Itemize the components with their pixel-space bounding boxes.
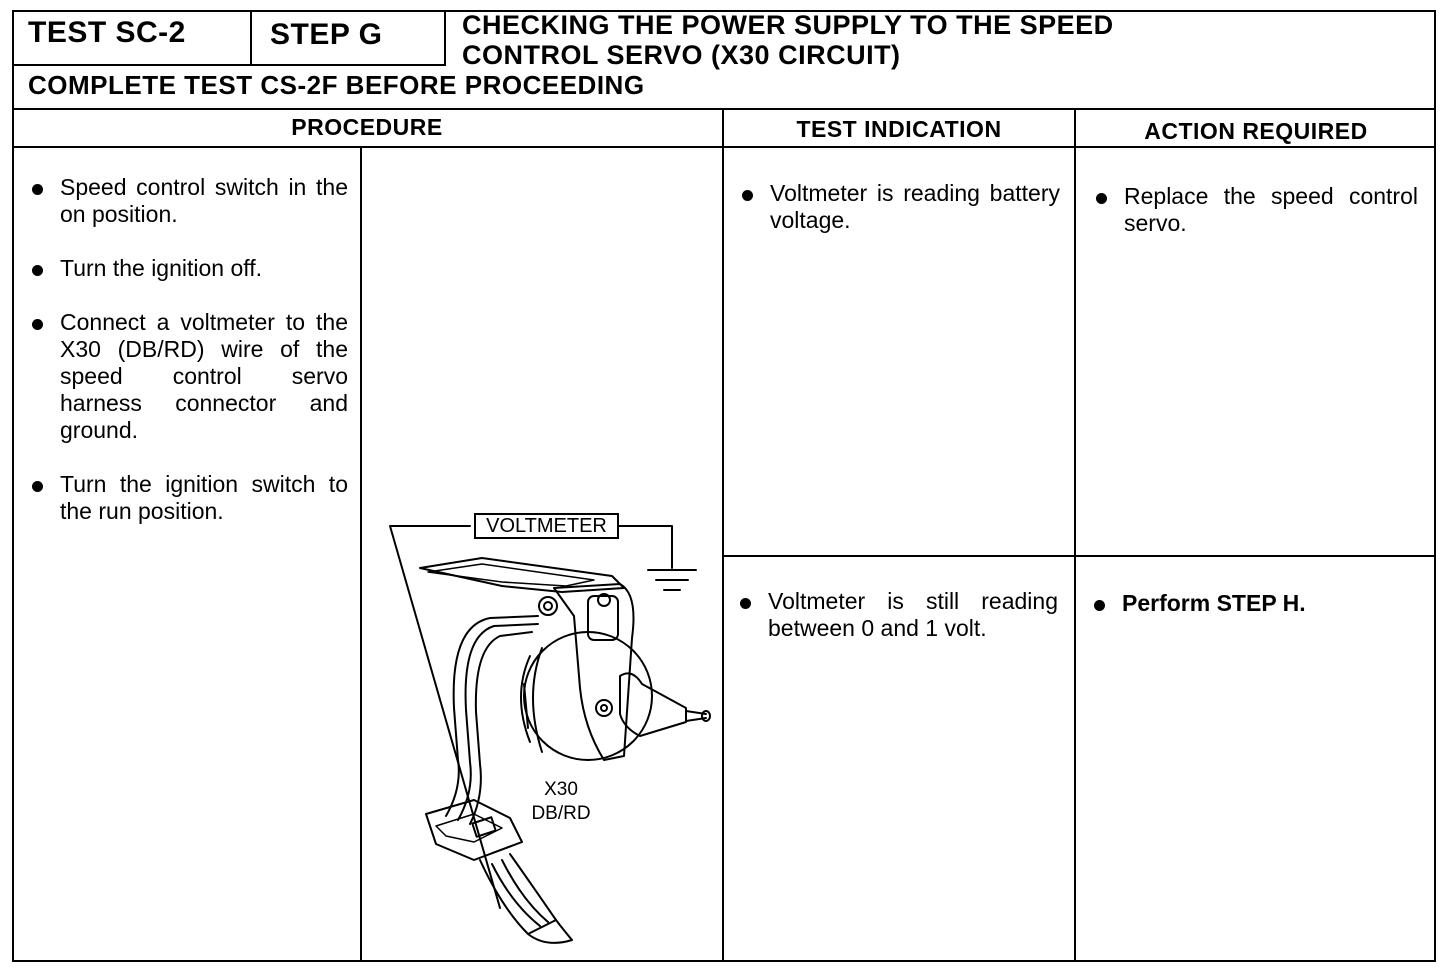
procedure-image-divider: [360, 146, 362, 962]
wire-circuit-label: X30: [544, 779, 578, 800]
procedure-step: Turn the ignition off.: [26, 255, 348, 282]
step-label: STEP G: [270, 18, 383, 51]
bullet-icon: [1096, 193, 1107, 204]
procedure-step-text: Turn the ignition switch to the run posi…: [60, 471, 348, 524]
bullet-icon: [32, 265, 43, 276]
test-title: CHECKING THE POWER SUPPLY TO THE SPEED C…: [462, 10, 1114, 70]
wire-label: X30 DB/RD: [526, 778, 596, 826]
procedure-step-text: Connect a voltmeter to the X30 (DB/RD) w…: [60, 309, 348, 443]
bullet-icon: [32, 481, 43, 492]
bullet-icon: [742, 190, 753, 201]
header-bottom-rule: [12, 108, 1436, 110]
test-id: TEST SC-2: [28, 16, 186, 49]
procedure-step-text: Speed control switch in the on position.: [60, 174, 348, 227]
voltmeter-lead-wire: [389, 525, 501, 909]
procedure-step: Turn the ignition switch to the run posi…: [26, 471, 348, 525]
servo-voltmeter-illustration: [389, 525, 711, 944]
test-indication-heading: TEST INDICATION: [796, 116, 1002, 142]
action-required-heading: ACTION REQUIRED: [1144, 118, 1368, 144]
procedure-step: Speed control switch in the on position.: [26, 174, 348, 228]
bullet-icon: [32, 319, 43, 330]
test-title-line-1: CHECKING THE POWER SUPPLY TO THE SPEED: [462, 10, 1114, 40]
header-divider-2: [444, 10, 446, 64]
test-sheet: [12, 10, 1436, 962]
header-divider-1: [250, 10, 252, 64]
indication-text: Voltmeter is reading battery voltage.: [770, 180, 1060, 233]
test-title-line-2: CONTROL SERVO (X30 CIRCUIT): [462, 40, 901, 70]
indication-battery-voltage: Voltmeter is reading battery voltage.: [736, 180, 1060, 261]
voltmeter-label-box: VOLTMETER: [474, 513, 619, 539]
action-replace-servo: Replace the speed control servo.: [1090, 183, 1418, 264]
indication-text: Voltmeter is still reading between 0 and…: [768, 588, 1058, 641]
procedure-step: Connect a voltmeter to the X30 (DB/RD) w…: [26, 309, 348, 444]
action-text: Perform STEP H.: [1122, 590, 1306, 616]
harness-connector: [425, 799, 523, 861]
voltmeter-label: VOLTMETER: [486, 515, 607, 537]
bullet-icon: [740, 598, 751, 609]
indication-low-voltage: Voltmeter is still reading between 0 and…: [734, 588, 1058, 669]
prerequisite-note: COMPLETE TEST CS-2F BEFORE PROCEEDING: [28, 70, 645, 100]
header-underline: [12, 64, 446, 66]
column-divider-indication: [722, 108, 724, 962]
action-item: Replace the speed control servo.: [1090, 183, 1418, 237]
action-item: Perform STEP H.: [1088, 590, 1416, 617]
column-divider-action: [1074, 108, 1076, 962]
indication-item: Voltmeter is reading battery voltage.: [736, 180, 1060, 234]
results-divider: [722, 555, 1436, 557]
indication-item: Voltmeter is still reading between 0 and…: [734, 588, 1058, 642]
procedure-steps: Speed control switch in the on position.…: [26, 174, 348, 552]
procedure-heading: PROCEDURE: [291, 114, 443, 140]
action-text: Replace the speed control servo.: [1124, 183, 1418, 236]
action-perform-step-h: Perform STEP H.: [1088, 590, 1416, 644]
column-heading-rule: [12, 146, 1436, 148]
speed-control-servo: [553, 583, 635, 761]
bullet-icon: [32, 184, 43, 195]
wire-harness: [445, 615, 539, 817]
bullet-icon: [1094, 600, 1105, 611]
ground-lead-wire: [617, 525, 673, 569]
wire-color-label: DB/RD: [531, 803, 591, 824]
procedure-step-text: Turn the ignition off.: [60, 255, 263, 281]
